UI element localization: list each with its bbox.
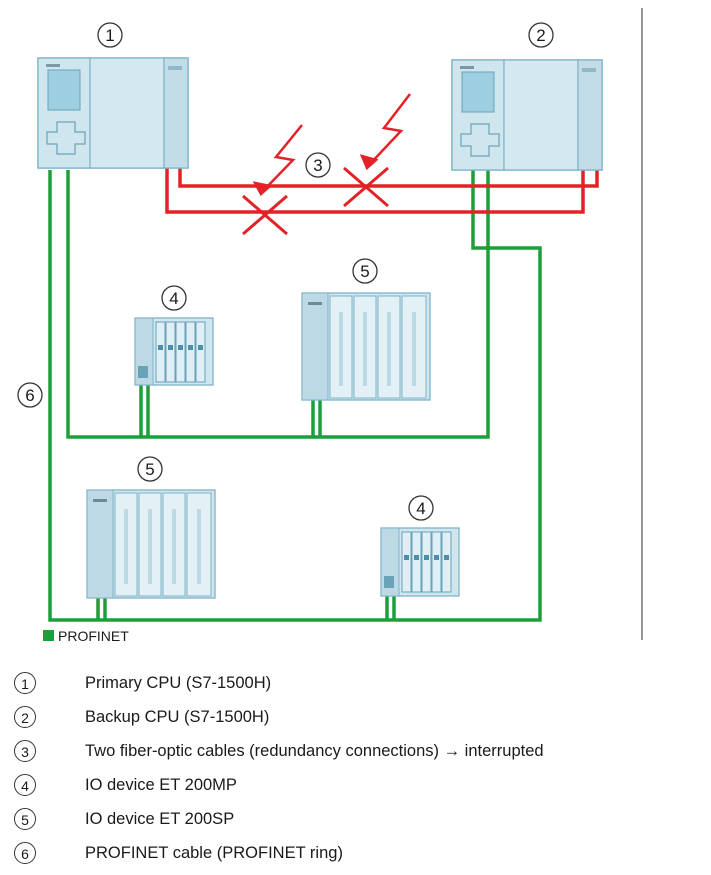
legend-number: 5 <box>14 808 36 830</box>
legend-text: PROFINET cable (PROFINET ring) <box>85 844 343 862</box>
marker-circle-4b <box>408 495 434 521</box>
marker-circle-5b <box>137 456 163 482</box>
marker-circle-4a <box>161 285 187 311</box>
legend-text: Backup CPU (S7-1500H) <box>85 708 270 726</box>
legend-number: 4 <box>14 774 36 796</box>
marker-4a: 4 <box>169 289 178 308</box>
marker-2: 2 <box>536 26 545 45</box>
legend-item: 4 IO device ET 200MP <box>0 774 711 802</box>
legend-number: 2 <box>14 706 36 728</box>
marker-circle-3 <box>305 152 331 178</box>
marker-circle-6 <box>17 382 43 408</box>
legend-text: IO device ET 200MP <box>85 776 237 794</box>
et200sp-device-bottom <box>86 489 216 599</box>
profinet-legend-label: PROFINET <box>58 628 129 644</box>
legend-text: IO device ET 200SP <box>85 810 235 828</box>
marker-5a: 5 <box>360 262 369 281</box>
marker-4b: 4 <box>416 499 425 518</box>
interruption-marks <box>242 166 389 236</box>
et200mp-device-top <box>134 317 214 386</box>
legend-text: Primary CPU (S7-1500H) <box>85 674 272 692</box>
et200mp-device-bottom <box>380 527 460 597</box>
legend-text: Two fiber-optic cables (redundancy conne… <box>85 742 544 760</box>
legend-item: 6 PROFINET cable (PROFINET ring) <box>0 842 711 870</box>
legend-item: 5 IO device ET 200SP <box>0 808 711 836</box>
primary-cpu-device <box>37 57 189 169</box>
fiber-optic-cables <box>165 168 599 214</box>
profinet-ring <box>48 170 542 622</box>
marker-6: 6 <box>25 386 34 405</box>
legend-number: 1 <box>14 672 36 694</box>
backup-cpu-device <box>451 59 603 171</box>
profinet-swatch <box>43 630 54 641</box>
marker-3: 3 <box>313 156 322 175</box>
redundancy-diagram: 1 2 3 4 5 6 5 4 PROFINET <box>17 8 643 644</box>
marker-5b: 5 <box>145 460 154 479</box>
marker-1: 1 <box>105 26 114 45</box>
marker-circle-1 <box>97 22 123 48</box>
marker-circle-5a <box>352 258 378 284</box>
et200sp-device-top <box>301 292 431 401</box>
legend-number: 3 <box>14 740 36 762</box>
legend-item: 3 Two fiber-optic cables (redundancy con… <box>0 740 711 768</box>
legend-number: 6 <box>14 842 36 864</box>
marker-circle-2 <box>528 22 554 48</box>
lightning-icons <box>252 93 411 196</box>
legend-item: 2 Backup CPU (S7-1500H) <box>0 706 711 734</box>
legend-item: 1 Primary CPU (S7-1500H) <box>0 672 711 700</box>
